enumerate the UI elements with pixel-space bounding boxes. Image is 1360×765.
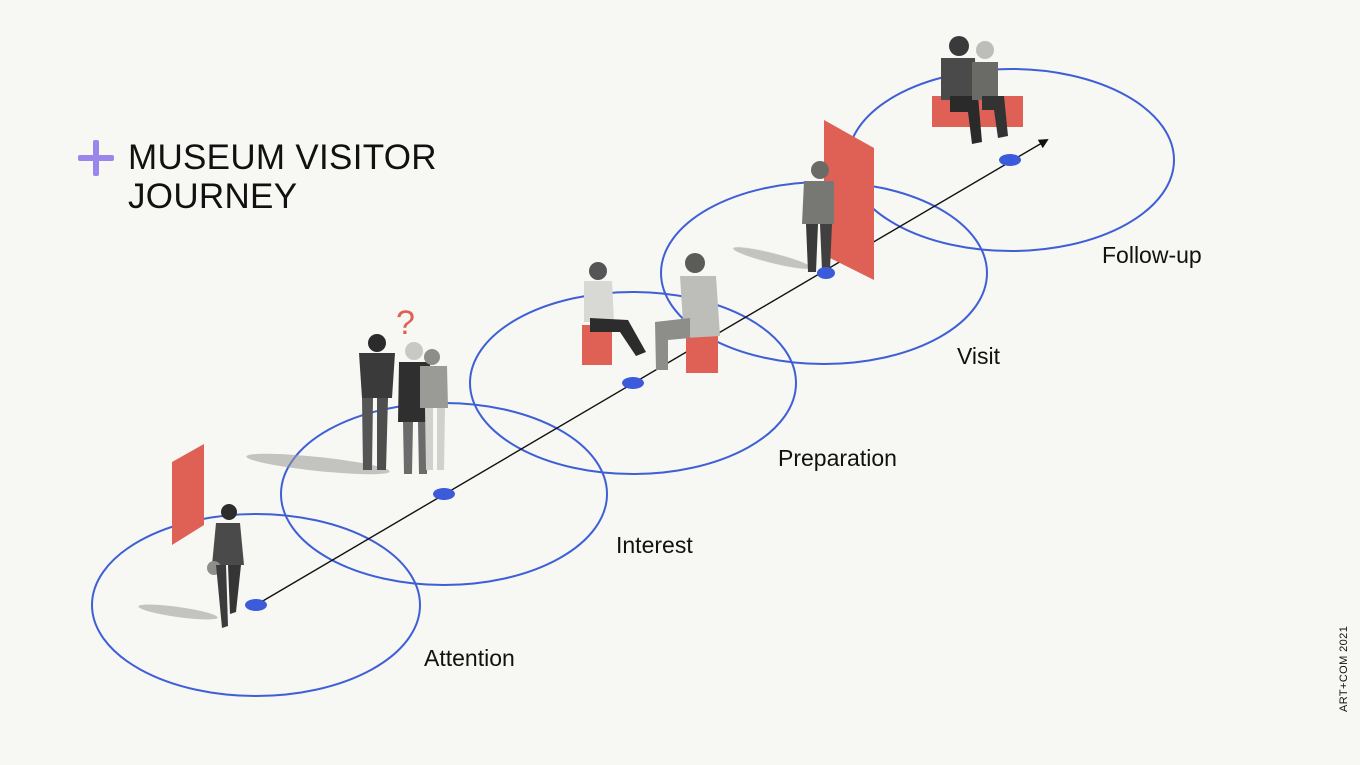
stage-dots xyxy=(245,154,1021,611)
stage-label-attention: Attention xyxy=(424,645,515,671)
plus-icon xyxy=(78,140,114,176)
people-seated-follow-up xyxy=(941,36,1008,144)
stage-dot-preparation xyxy=(622,377,644,389)
stage-circle-preparation xyxy=(469,291,797,475)
people-seated-preparation xyxy=(584,253,720,370)
ground-shadows xyxy=(138,247,811,620)
person-standing-visit xyxy=(802,161,834,272)
stage-circle-attention xyxy=(91,513,421,697)
journey-arrow xyxy=(255,139,1049,606)
page-title-line-1: MUSEUM VISITOR xyxy=(128,138,437,177)
person-group-interest xyxy=(359,334,448,474)
title-block: MUSEUM VISITOR JOURNEY xyxy=(78,138,437,216)
stage-label-follow-up: Follow-up xyxy=(1102,242,1202,268)
stage-dot-attention xyxy=(245,599,267,611)
page-title-line-2: JOURNEY xyxy=(128,177,298,216)
page-title: MUSEUM VISITOR JOURNEY xyxy=(128,138,437,216)
red-seat-right xyxy=(686,335,718,373)
question-mark: ? xyxy=(396,304,415,342)
red-panel-attention xyxy=(172,444,204,545)
person-walking-attention xyxy=(207,504,244,628)
stage-label-visit: Visit xyxy=(957,343,1001,369)
stage-dot-follow-up xyxy=(999,154,1021,166)
stage-label-preparation: Preparation xyxy=(778,445,897,471)
stage-label-interest: Interest xyxy=(616,532,693,558)
credit-text: ART+COM 2021 xyxy=(1338,625,1350,712)
stage-dot-visit xyxy=(817,267,835,279)
stage-dot-interest xyxy=(433,488,455,500)
red-panel-visit xyxy=(824,120,874,280)
